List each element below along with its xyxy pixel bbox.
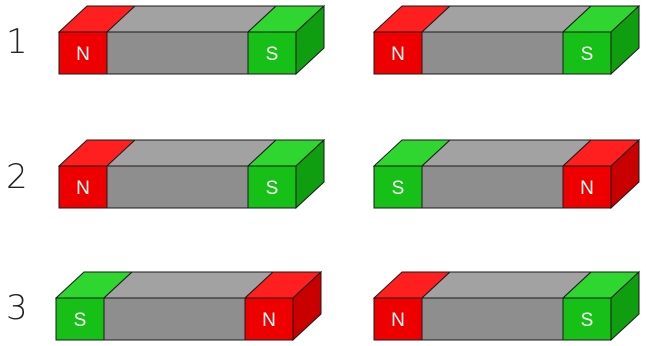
body-top-face	[420, 139, 593, 167]
left-pole-label: S	[392, 178, 405, 199]
body-front-face	[421, 165, 564, 209]
body-front-face	[106, 31, 249, 75]
left-pole-front-face	[58, 31, 108, 75]
right-pole-label: S	[581, 310, 594, 331]
body-top-face	[105, 5, 278, 33]
row-3-label: 3	[6, 288, 28, 328]
left-pole-label: N	[76, 44, 90, 65]
right-pole-label: N	[262, 310, 276, 331]
right-pole-front-face	[244, 297, 294, 341]
body-front-face	[421, 31, 564, 75]
body-top-face	[420, 271, 593, 299]
right-pole-front-face	[562, 165, 612, 209]
right-pole-front-face	[562, 297, 612, 341]
right-pole-label: S	[266, 44, 279, 65]
body-front-face	[103, 297, 246, 341]
left-pole-label: N	[391, 44, 405, 65]
body-top-face	[105, 139, 278, 167]
body-front-face	[421, 297, 564, 341]
right-pole-front-face	[562, 31, 612, 75]
left-pole-label: N	[76, 178, 90, 199]
left-pole-front-face	[373, 31, 423, 75]
body-front-face	[106, 165, 249, 209]
body-top-face	[102, 271, 275, 299]
left-pole-label: S	[74, 310, 87, 331]
right-pole-front-face	[247, 31, 297, 75]
left-pole-front-face	[58, 165, 108, 209]
body-top-face	[420, 5, 593, 33]
right-pole-label: S	[266, 178, 279, 199]
right-pole-front-face	[247, 165, 297, 209]
right-pole-label: N	[580, 178, 594, 199]
right-pole-label: S	[581, 44, 594, 65]
left-pole-label: N	[391, 310, 405, 331]
row-2-label: 2	[6, 157, 28, 197]
left-pole-front-face	[55, 297, 105, 341]
row-1-label: 1	[6, 22, 28, 62]
left-pole-front-face	[373, 165, 423, 209]
